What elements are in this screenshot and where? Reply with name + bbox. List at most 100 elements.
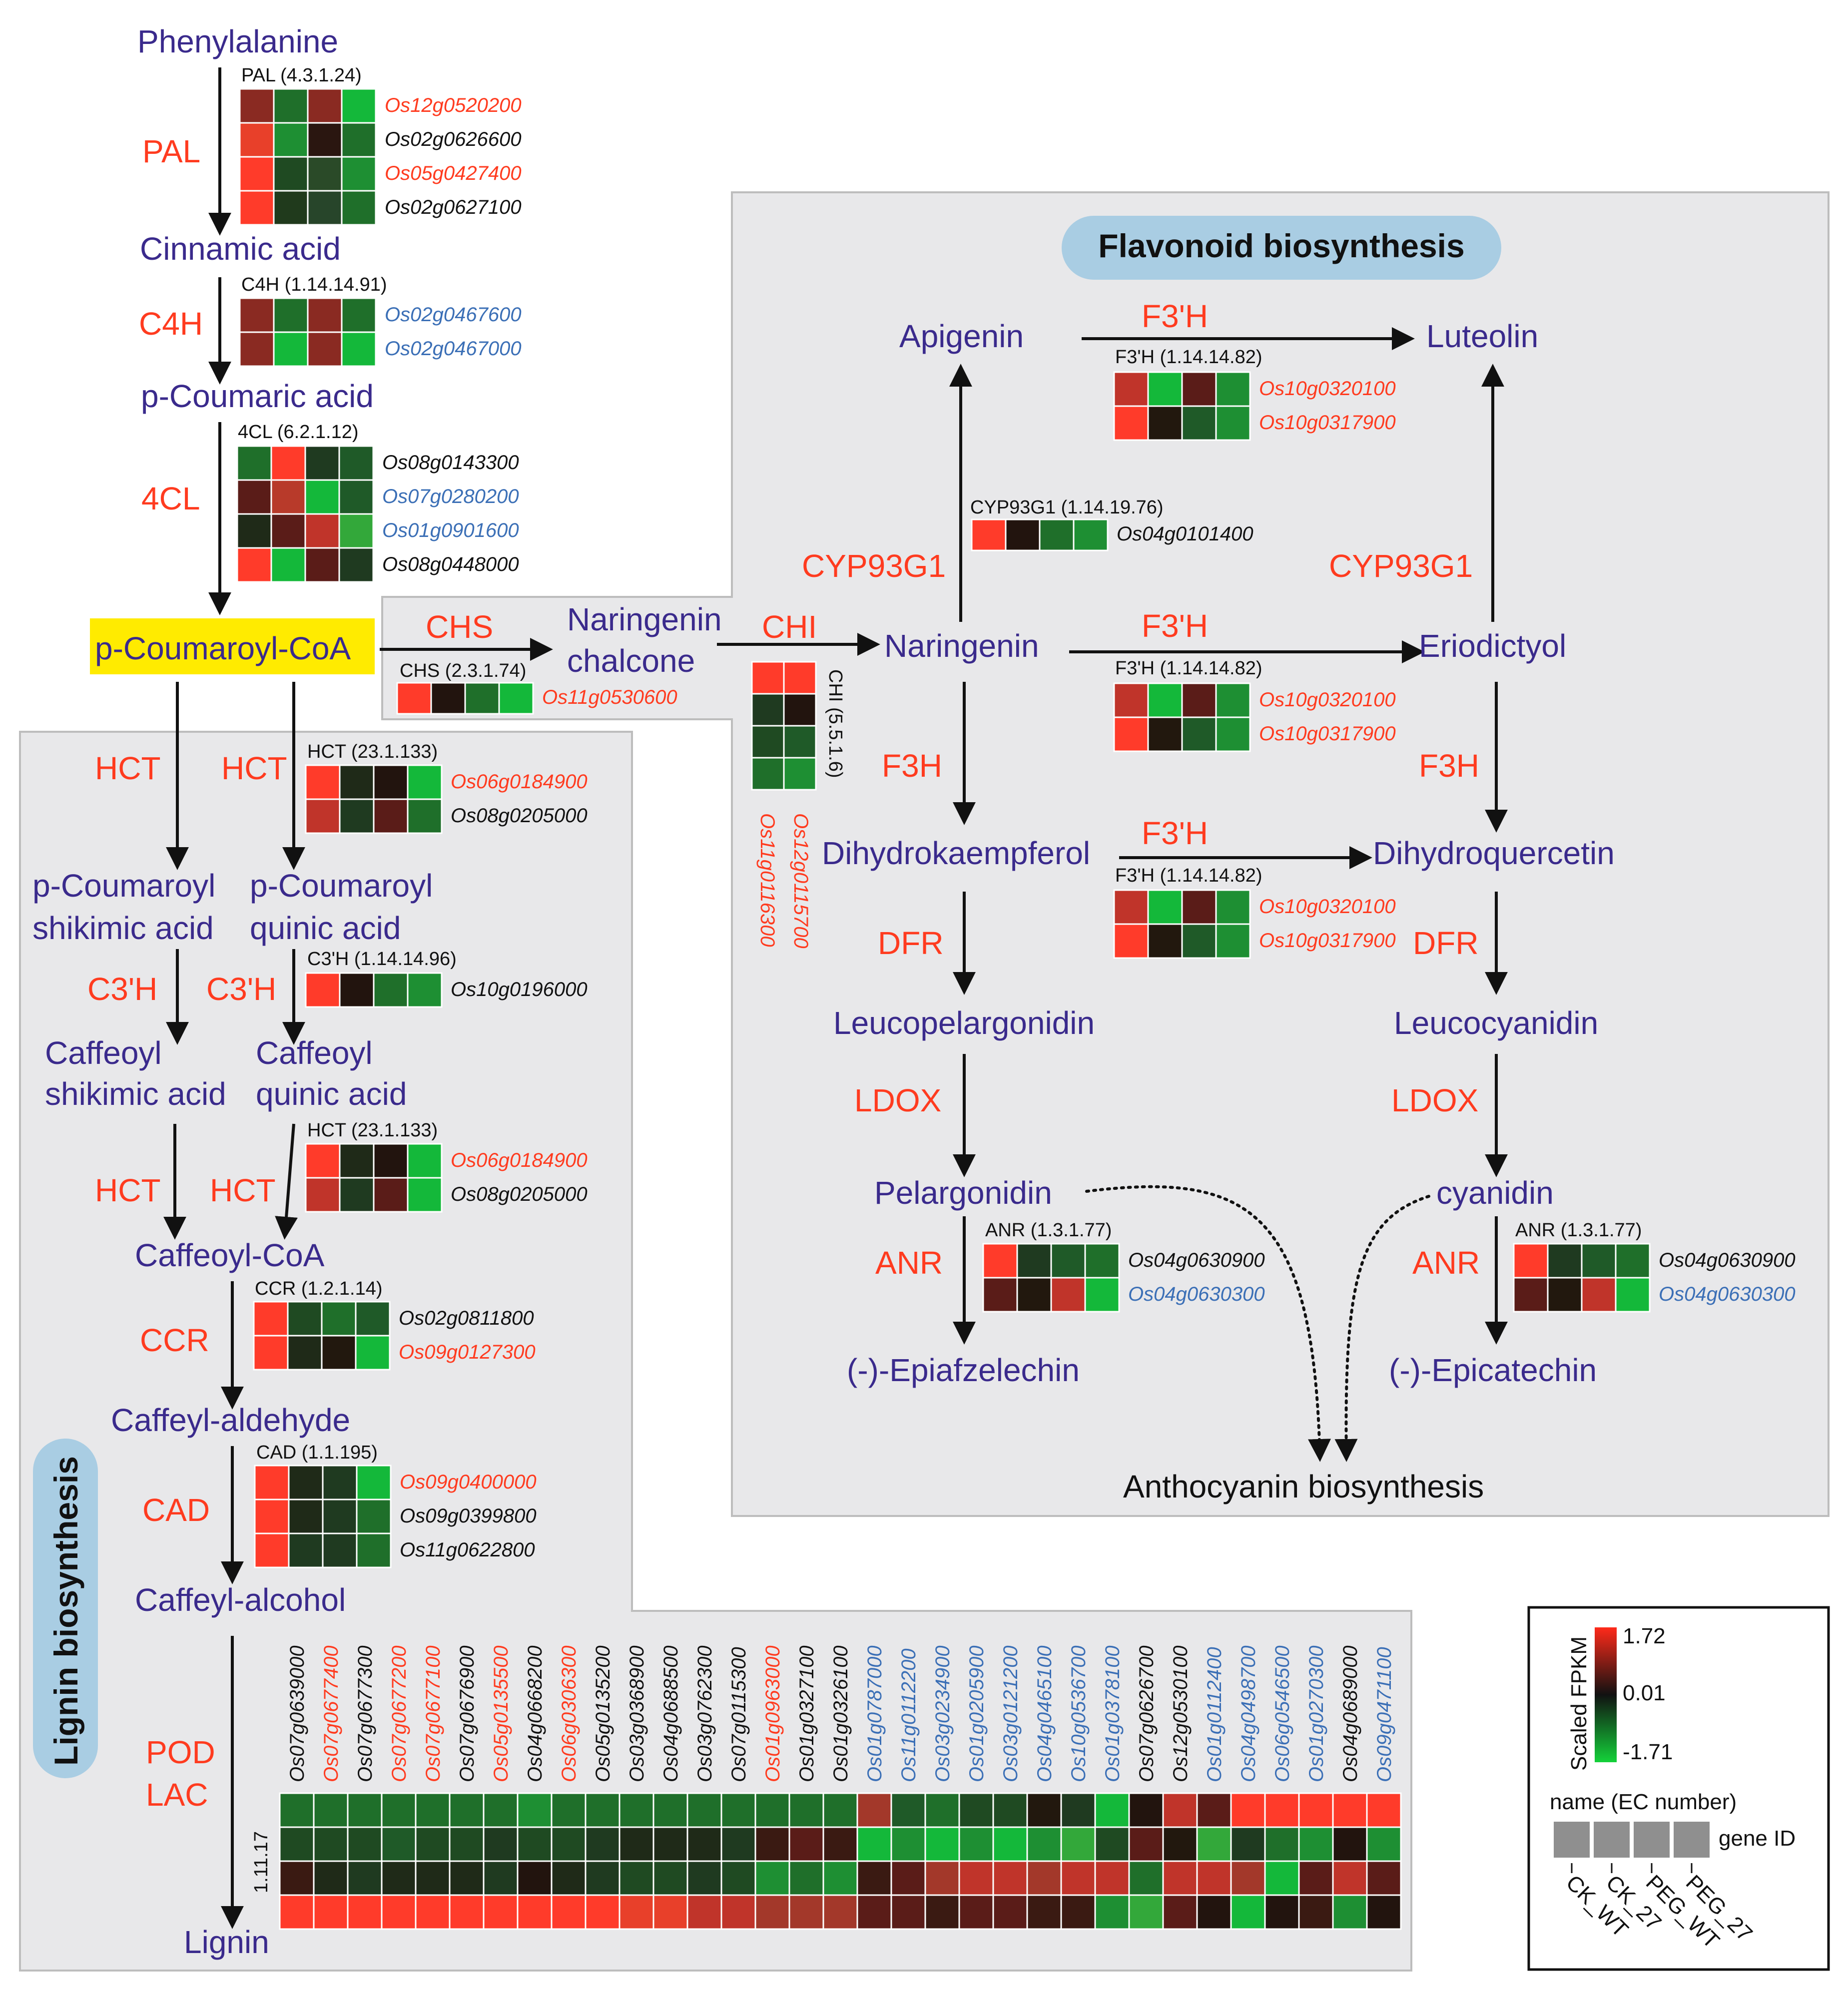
heatmap-cell xyxy=(686,1860,722,1896)
ec-f3h-top: F3'H (1.14.14.82) xyxy=(1115,347,1262,368)
enzyme-hct-3: HCT xyxy=(95,1172,161,1208)
heatmap-cell xyxy=(483,1826,519,1862)
heatmap-cell xyxy=(313,1792,349,1828)
heatmap-cell xyxy=(822,1792,858,1828)
lignin-title-pill xyxy=(33,1439,98,1778)
enzyme-anr-right: ANR xyxy=(1412,1245,1480,1281)
gene-id: Os12g0530100 xyxy=(1170,1645,1192,1782)
gene-id: Os04g0630300 xyxy=(1659,1283,1796,1305)
compound-caf-shikimic-2: shikimic acid xyxy=(45,1076,226,1112)
heatmap-4cl: Os08g0143300Os07g0280200Os01g0901600Os08… xyxy=(236,445,519,583)
heatmap-cell xyxy=(890,1894,926,1930)
ec-anr-left: ANR (1.3.1.77) xyxy=(985,1220,1112,1241)
heatmap-cell xyxy=(551,1792,587,1828)
gene-id: Os09g0400000 xyxy=(400,1471,537,1493)
enzyme-cad: CAD xyxy=(142,1492,210,1528)
gene-id: Os08g0448000 xyxy=(382,553,519,575)
heatmap-cell xyxy=(355,1301,391,1337)
heatmap-cell xyxy=(287,1301,323,1337)
compound-epiafzelechin: (-)-Epiafzelechin xyxy=(847,1352,1080,1388)
heatmap-cell xyxy=(924,1792,960,1828)
heatmap-cell xyxy=(1084,1243,1120,1279)
heatmap-cell xyxy=(788,1826,824,1862)
heatmap-cell xyxy=(1005,518,1041,551)
heatmap-cell xyxy=(788,1894,824,1930)
compound-p-coumaroyl-coa: p-Coumaroyl-CoA xyxy=(95,630,351,666)
compound-phenylalanine: Phenylalanine xyxy=(137,23,338,59)
gene-id: Os08g0205000 xyxy=(451,805,588,827)
legend-cell-4 xyxy=(1672,1820,1712,1860)
enzyme-chi: CHI xyxy=(762,609,817,645)
heatmap-cell xyxy=(449,1894,485,1930)
heatmap-cell xyxy=(381,1792,417,1828)
heatmap-cell xyxy=(273,190,309,226)
gene-id: Os04g0630900 xyxy=(1128,1249,1265,1271)
gene-id: Os07g0676900 xyxy=(456,1645,478,1782)
legend-title: Scaled FPKM xyxy=(1567,1636,1591,1771)
heatmap-cell xyxy=(720,1792,756,1828)
heatmap-cell xyxy=(585,1826,620,1862)
heatmap-cell xyxy=(686,1894,722,1930)
heatmap-cell xyxy=(483,1894,519,1930)
ec-hct-bottom: HCT (23.1.133) xyxy=(307,1120,438,1141)
gene-id: Os01g0327100 xyxy=(796,1645,818,1782)
ec-cyp93g1: CYP93G1 (1.14.19.76) xyxy=(970,497,1164,518)
heatmap-cell xyxy=(338,445,374,481)
enzyme-ldox-right: LDOX xyxy=(1391,1082,1478,1118)
heatmap-cell xyxy=(1084,1277,1120,1313)
heatmap-cell xyxy=(288,1532,324,1568)
heatmap-cell xyxy=(1215,682,1251,718)
ec-c4h: C4H (1.14.14.91) xyxy=(241,274,387,295)
heatmap-cell xyxy=(304,445,340,481)
heatmap-cell xyxy=(288,1465,324,1500)
heatmap-cell xyxy=(313,1826,349,1862)
ec-chi: CHI (5.5.1.6) xyxy=(825,669,846,778)
heatmap-cell xyxy=(483,1792,519,1828)
heatmap-cell xyxy=(1547,1243,1583,1279)
heatmap-cell xyxy=(1366,1826,1402,1862)
heatmap-cell xyxy=(1162,1826,1198,1862)
heatmap-cell xyxy=(254,1532,290,1568)
heatmap-cell xyxy=(307,190,343,226)
heatmap-cell xyxy=(890,1792,926,1828)
enzyme-ccr: CCR xyxy=(140,1322,209,1358)
heatmap-cell xyxy=(992,1894,1028,1930)
enzyme-cyp-left: CYP93G1 xyxy=(802,548,946,584)
compound-labels: Phenylalanine Cinnamic acid p-Coumaric a… xyxy=(32,23,1615,1960)
arrow-hct-4 xyxy=(275,1123,298,1240)
legend-gradient xyxy=(1595,1627,1617,1762)
compound-caf-quinic: Caffeoyl xyxy=(256,1035,373,1071)
compound-anthocyanin: Anthocyanin biosynthesis xyxy=(1123,1469,1484,1504)
enzyme-hct-4: HCT xyxy=(210,1172,276,1208)
gene-id: Os01g0963000 xyxy=(762,1645,784,1782)
heatmap-chs: Os11g0530600 xyxy=(396,682,677,715)
enzyme-labels: PAL C4H 4CL CHS CHI F3'H F3'H F3'H CYP93… xyxy=(87,133,1480,1813)
heatmap-cell xyxy=(373,1143,409,1179)
gene-id: Os04g0689000 xyxy=(1339,1645,1361,1782)
enzyme-f3h-left: F3H xyxy=(882,748,942,784)
heatmap-cell xyxy=(305,972,341,1008)
heatmap-cell xyxy=(1215,923,1251,959)
heatmap-cell xyxy=(305,1143,341,1179)
heatmap-cyp93g1: Os04g0101400 xyxy=(971,518,1253,551)
heatmap-cell xyxy=(1196,1894,1232,1930)
gene-id: Os03g0368900 xyxy=(626,1645,648,1782)
enzyme-4cl: 4CL xyxy=(141,481,200,516)
gene-id: Os01g0326100 xyxy=(830,1645,852,1782)
compound-leucopelargonidin: Leucopelargonidin xyxy=(833,1005,1095,1041)
heatmap-cell xyxy=(856,1894,892,1930)
heatmap-cell xyxy=(1298,1826,1334,1862)
compound-caffeyl-aldehyde: Caffeyl-aldehyde xyxy=(111,1402,350,1438)
heatmap-cell xyxy=(1332,1860,1368,1896)
heatmap-cell xyxy=(958,1894,994,1930)
heatmap-cell xyxy=(585,1894,620,1930)
heatmap-cell xyxy=(1026,1792,1062,1828)
ec-f3h-mid: F3'H (1.14.14.82) xyxy=(1115,658,1262,679)
heatmap-cell xyxy=(341,190,377,226)
heatmap-cell xyxy=(1016,1243,1052,1279)
heatmap-cell xyxy=(992,1792,1028,1828)
